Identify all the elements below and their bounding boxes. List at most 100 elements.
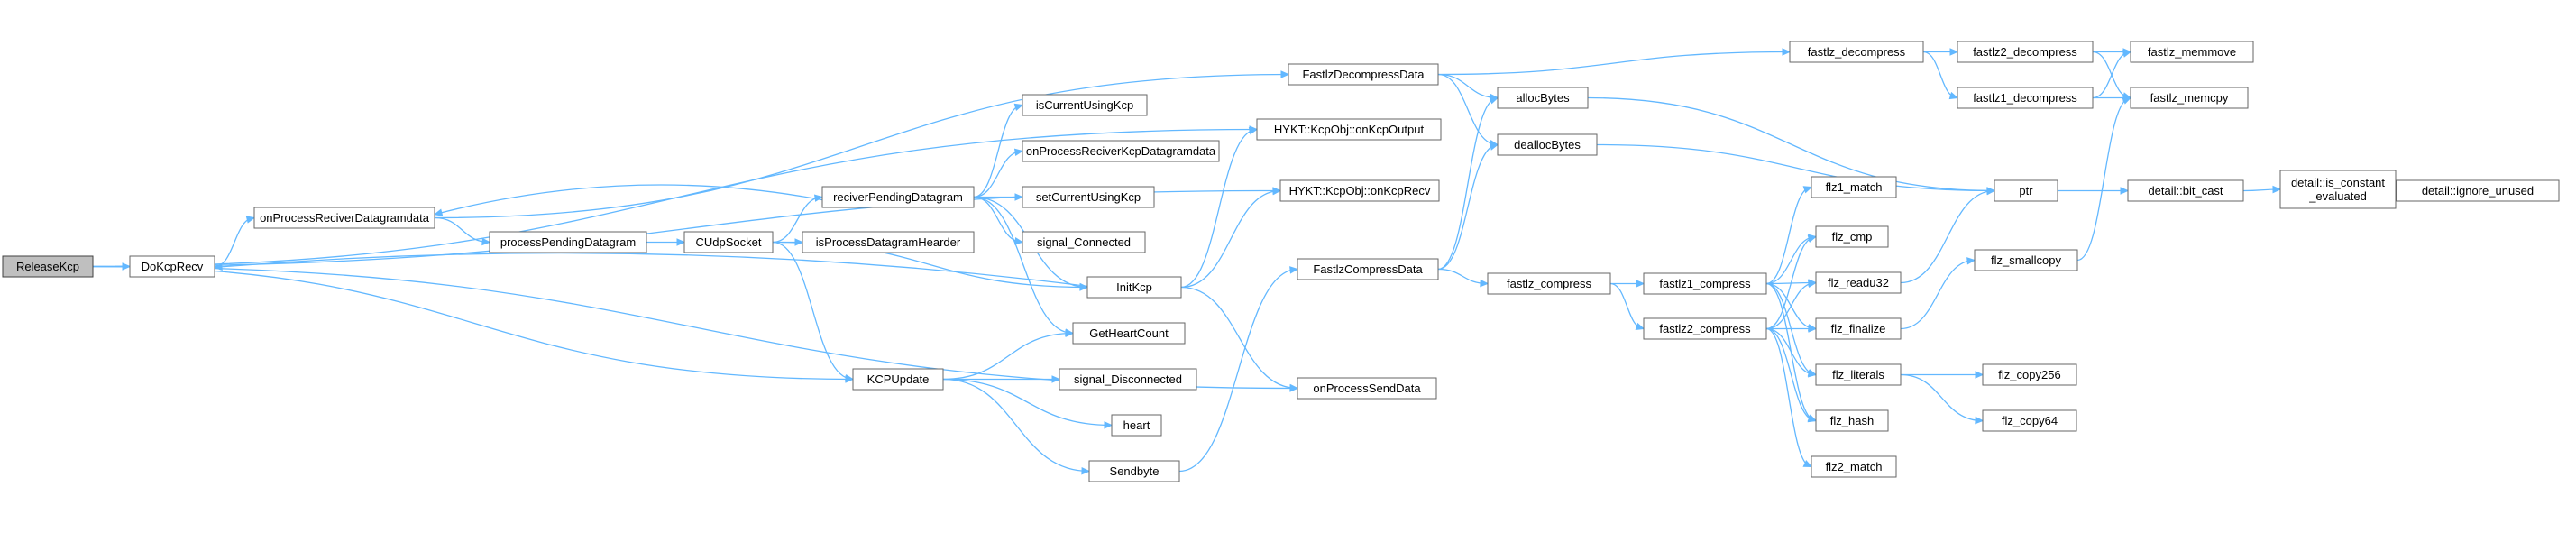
node-fastlz_decompress[interactable]: fastlz_decompress [1789,41,1924,63]
node-fastlz2_decompress[interactable]: fastlz2_decompress [1957,41,2094,63]
node-getheartcount[interactable]: GetHeartCount [1072,322,1186,345]
node-setcurrentusingkcp[interactable]: setCurrentUsingKcp [1022,186,1155,208]
node-onprocessreciverdatagramdata[interactable]: onProcessReciverDatagramdata [253,207,435,229]
node-sendbyte[interactable]: Sendbyte [1088,460,1180,482]
node-label: isCurrentUsingKcp [1036,98,1133,112]
edge-onprocessreciverdatagramdata-to-processpendingdatagram [434,216,491,246]
node-box [253,207,435,229]
node-kcpupdate[interactable]: KCPUpdate [852,368,944,391]
node-box [1811,455,1897,478]
node-fastlz_compress[interactable]: fastlz_compress [1487,272,1611,295]
node-box [2130,87,2249,109]
node-flz_copy64[interactable]: flz_copy64 [1982,409,2077,432]
node-deallocbytes[interactable]: deallocBytes [1497,133,1598,156]
node-box [2,255,94,278]
node-is_constant_evaluated[interactable]: detail::is_constant_evaluated [2279,170,2397,209]
edge-arrowhead [1808,325,1818,333]
node-flz1_match[interactable]: flz1_match [1811,176,1897,198]
node-flz_literals[interactable]: flz_literals [1815,363,1902,386]
node-heart[interactable]: heart [1111,414,1162,437]
edge-line [2092,51,2131,99]
node-label: flz_finalize [1831,322,1886,335]
node-fastlz_memmove[interactable]: fastlz_memmove [2130,41,2254,63]
edge-reciverpendingdatagram-to-getheartcount [973,196,1075,336]
node-cudpsocket[interactable]: CUdpSocket [683,231,774,253]
node-fastlzcompressdata[interactable]: FastlzCompressData [1297,258,1439,280]
edge-line [942,378,1090,473]
node-onkcpoutput[interactable]: HYKT::KcpObj::onKcpOutput [1256,118,1442,141]
edge-line [1587,96,1995,192]
node-fastlz1_compress[interactable]: fastlz1_compress [1643,272,1767,295]
edge-fastlz_decompress-to-fastlz2_decompress [1923,48,1959,56]
node-box [1022,140,1220,162]
node-flz_cmp[interactable]: flz_cmp [1815,225,1889,248]
node-signal_connected[interactable]: signal_Connected [1022,231,1146,253]
node-box [1643,272,1767,295]
edge-line [1178,268,1298,473]
node-flz2_match[interactable]: flz2_match [1811,455,1897,478]
node-fastlzdecompressdata[interactable]: FastlzDecompressData [1288,63,1439,86]
node-box [1789,41,1924,63]
node-box [1022,231,1146,253]
node-label: heart [1123,418,1150,432]
node-box [1815,409,1889,432]
node-label: onProcessSendData [1313,381,1421,395]
node-label: _evaluated [2308,189,2367,203]
edge-cudpsocket-to-kcpupdate [772,241,855,382]
node-box [1815,317,1902,340]
node-label: fastlz1_compress [1659,277,1751,290]
node-onkcprecv[interactable]: HYKT::KcpObj::onKcpRecv [1279,179,1440,202]
node-releasekcp[interactable]: ReleaseKcp [2,255,94,278]
edge-kcpupdate-to-sendbyte [942,378,1091,475]
node-processpendingdatagram[interactable]: processPendingDatagram [489,231,647,253]
node-onprocessreciverkcpdatagramdata[interactable]: onProcessReciverKcpDatagramdata [1022,140,1220,162]
edge-fastlzcompressdata-to-deallocbytes [1437,142,1499,271]
node-onprocesssenddata[interactable]: onProcessSendData [1297,377,1437,400]
edge-arrowhead [676,238,686,246]
node-reciverpendingdatagram[interactable]: reciverPendingDatagram [821,186,975,208]
node-label: flz_smallcopy [1991,253,2062,267]
node-isprocessdatagramheader[interactable]: isProcessDatagramHearder [802,231,975,253]
node-fastlz_memcpy[interactable]: fastlz_memcpy [2130,87,2249,109]
node-bit_cast[interactable]: detail::bit_cast [2127,179,2244,202]
node-flz_hash[interactable]: flz_hash [1815,409,1889,432]
node-flz_readu32[interactable]: flz_readu32 [1815,271,1902,294]
node-ignore_unused[interactable]: detail::ignore_unused [2396,179,2560,202]
node-box [1088,460,1180,482]
edge-arrowhead [1986,187,1996,196]
edge-arrowhead [1807,370,1818,378]
node-label: detail::is_constant [2291,176,2385,189]
node-flz_smallcopy[interactable]: flz_smallcopy [1974,249,2078,271]
node-allocbytes[interactable]: allocBytes [1497,87,1589,109]
edge-line [1609,282,1645,330]
edge-dokcprecv-to-onprocessreciverdatagramdata [214,216,256,268]
node-signal_disconnected[interactable]: signal_Disconnected [1059,368,1197,391]
node-initkcp[interactable]: InitKcp [1086,276,1182,299]
node-dokcprecv[interactable]: DoKcpRecv [129,255,215,278]
node-iscurrentusingkcp[interactable]: isCurrentUsingKcp [1022,94,1148,116]
edge-line [1900,189,1995,284]
edge-releasekcp-to-kcpupdate [92,265,855,383]
node-box [1022,186,1155,208]
node-label: setCurrentUsingKcp [1036,190,1141,204]
node-box [1297,258,1439,280]
edge-line [1437,73,1499,99]
node-label: flz_hash [1830,414,1874,427]
edge-fastlz2_compress-to-flz_literals [1765,327,1818,378]
edge-ptr-to-bit_cast [2058,187,2130,195]
edge-arrowhead [1948,91,1959,100]
edge-arrowhead [481,237,491,246]
node-fastlz2_compress[interactable]: fastlz2_compress [1643,317,1767,340]
node-flz_copy256[interactable]: flz_copy256 [1982,363,2077,386]
edge-fastlz1_compress-to-flz_cmp [1765,234,1818,285]
node-flz_finalize[interactable]: flz_finalize [1815,317,1902,340]
edge-fastlz2_compress-to-flz_cmp [1765,234,1818,330]
edge-arrowhead [1051,375,1061,383]
edge-line [214,216,255,268]
edge-line [1765,327,1812,468]
node-label: detail::ignore_unused [2422,184,2534,198]
edge-arrowhead [1489,142,1499,151]
node-fastlz1_decompress[interactable]: fastlz1_decompress [1957,87,2094,109]
node-ptr[interactable]: ptr [1994,179,2058,202]
edge-arrowhead [2120,187,2130,195]
